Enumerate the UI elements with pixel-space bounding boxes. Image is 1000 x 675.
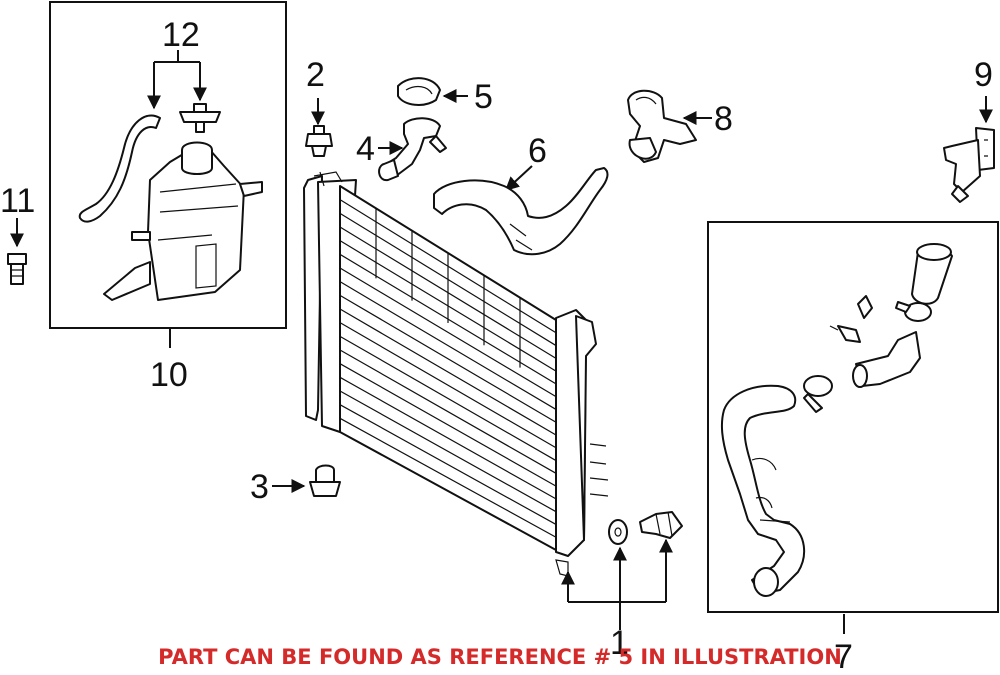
reservoir-hose <box>78 114 161 223</box>
reservoir-cap <box>179 103 221 133</box>
radiator-fin-line <box>339 417 557 538</box>
pipe-fitting <box>852 331 921 388</box>
radiator-fin-line <box>339 281 557 410</box>
callout-9: 9 <box>974 56 993 94</box>
lower-radiator-hose <box>720 384 806 597</box>
radiator-cap <box>397 77 441 106</box>
radiator-fin-line <box>339 390 557 513</box>
callout-11: 11 <box>0 182 35 220</box>
radiator-core <box>303 171 609 577</box>
hose-clamp-b <box>895 301 932 322</box>
callout-10: 10 <box>150 356 188 394</box>
radiator-fin-line <box>339 335 557 462</box>
radiator-fin-line <box>339 349 557 474</box>
callout-3: 3 <box>250 468 269 506</box>
radiator-fins <box>339 199 557 538</box>
radiator-mount-part <box>305 125 333 157</box>
radiator-fin-line <box>339 363 557 487</box>
upper-radiator-hose <box>433 167 609 256</box>
radiator-fin-line <box>339 294 557 423</box>
radiator-fin-line <box>339 376 557 500</box>
coolant-outlet-part <box>627 89 697 163</box>
radiator-fin-line <box>339 267 557 398</box>
coolant-reservoir-tank <box>103 141 263 301</box>
callout-2: 2 <box>306 56 325 94</box>
callout-4: 4 <box>356 130 375 168</box>
callout-6: 6 <box>528 132 547 170</box>
reference-note: PART CAN BE FOUND AS REFERENCE # 5 IN IL… <box>158 645 842 669</box>
radiator-fin-line <box>339 322 557 449</box>
callout-12: 12 <box>162 16 200 54</box>
hose-clamp-a <box>803 375 833 413</box>
reservoir-group-box <box>49 1 287 329</box>
hose-short <box>911 243 953 305</box>
lower-hose-group-box <box>707 221 999 613</box>
lower-mount-part <box>309 464 341 497</box>
radiator-fin-line <box>339 308 557 436</box>
filler-neck-part <box>378 117 447 182</box>
callout-1: 1 <box>610 624 629 662</box>
callout-6-arrow <box>504 165 533 191</box>
drain-plug <box>639 511 683 539</box>
callout-7: 7 <box>834 638 853 675</box>
radiator-fin-line <box>339 404 557 525</box>
callout-5: 5 <box>474 78 493 116</box>
valve-part <box>943 127 995 203</box>
small-clip <box>857 295 873 319</box>
sensor-plug <box>829 325 861 343</box>
callout-8: 8 <box>714 100 733 138</box>
bolt-part <box>7 253 27 285</box>
drain-washer <box>608 519 628 545</box>
